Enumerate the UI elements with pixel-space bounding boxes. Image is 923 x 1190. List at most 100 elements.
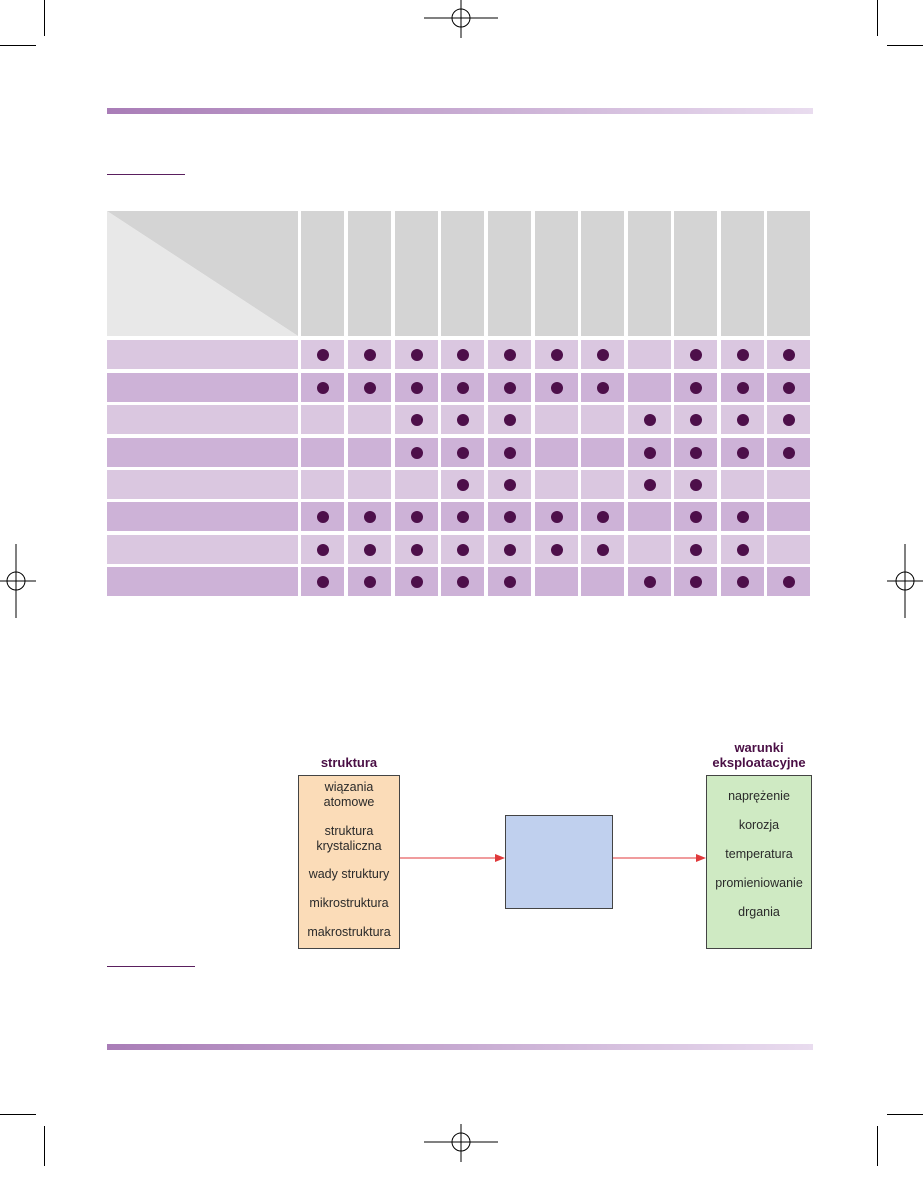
bullet-dot [596, 381, 609, 394]
bullet-dot [503, 543, 516, 556]
bullet-dot [689, 543, 702, 556]
condition-item: promieniowanie [715, 876, 803, 890]
table-cell [767, 438, 810, 467]
table-cell [301, 535, 344, 564]
bullet-dot [456, 446, 469, 459]
bullet-dot [643, 446, 656, 459]
header-rule [107, 108, 813, 114]
table-cell [767, 470, 810, 499]
bullet-dot [689, 348, 702, 361]
table-cell [535, 470, 578, 499]
table-cell [441, 405, 484, 434]
table-cell [441, 535, 484, 564]
table-cell [721, 438, 764, 467]
bullet-dot [689, 381, 702, 394]
table-cell [721, 567, 764, 596]
table-cell [441, 470, 484, 499]
table-cell [348, 567, 391, 596]
table-cell [628, 373, 671, 402]
table-cell [441, 502, 484, 531]
bullet-dot [456, 413, 469, 426]
bullet-dot [736, 575, 749, 588]
table-cell [301, 373, 344, 402]
column-header-10 [721, 211, 764, 336]
bullet-dot [410, 413, 423, 426]
bullet-dot [550, 543, 563, 556]
table-cell [767, 340, 810, 369]
table-cell [581, 373, 624, 402]
column-header-4 [441, 211, 484, 336]
bullet-dot [550, 510, 563, 523]
condition-item: temperatura [725, 847, 793, 861]
table-cell [395, 373, 438, 402]
bullet-dot [596, 348, 609, 361]
table-corner-header [107, 211, 298, 336]
table-cell [301, 340, 344, 369]
table-cell [581, 470, 624, 499]
table-cell [441, 567, 484, 596]
table-cell [488, 340, 531, 369]
bullet-dot [782, 413, 795, 426]
table-cell [395, 567, 438, 596]
registration-mark-right [887, 544, 923, 618]
bullet-dot [363, 381, 376, 394]
footer-rule [107, 1044, 813, 1050]
arrow-structure-to-material [400, 854, 505, 862]
table-caption-underline [107, 174, 185, 175]
bullet-dot [689, 575, 702, 588]
table-cell [581, 502, 624, 531]
bullet-dot [316, 543, 329, 556]
table-cell [674, 405, 717, 434]
table-cell [535, 340, 578, 369]
table-cell [301, 405, 344, 434]
bullet-dot [782, 348, 795, 361]
bullet-dot [503, 413, 516, 426]
row-label-cell-8 [107, 567, 298, 596]
table-cell [581, 438, 624, 467]
table-cell [674, 438, 717, 467]
bullet-dot [456, 510, 469, 523]
row-label-cell-5 [107, 470, 298, 499]
bullet-dot [550, 348, 563, 361]
table-cell [535, 438, 578, 467]
bullet-dot [456, 575, 469, 588]
column-header-11 [767, 211, 810, 336]
table-cell [535, 535, 578, 564]
conditions-title: warunki eksploatacyjne [712, 740, 806, 770]
table-cell [767, 373, 810, 402]
table-cell [535, 502, 578, 531]
bullet-dot [410, 446, 423, 459]
table-cell [348, 373, 391, 402]
table-cell [721, 535, 764, 564]
bullet-dot [456, 478, 469, 491]
table-cell [674, 340, 717, 369]
bullet-dot [596, 510, 609, 523]
bullet-dot [503, 381, 516, 394]
table-cell [488, 470, 531, 499]
bullet-dot [410, 575, 423, 588]
table-cell [721, 502, 764, 531]
table-cell [628, 567, 671, 596]
bullet-dot [316, 348, 329, 361]
table-cell [628, 340, 671, 369]
table-cell [535, 405, 578, 434]
table-cell [674, 470, 717, 499]
figure-caption-underline [107, 966, 195, 967]
table-cell [721, 340, 764, 369]
table-cell [395, 470, 438, 499]
column-header-6 [535, 211, 578, 336]
bullet-dot [316, 575, 329, 588]
bullet-dot [363, 510, 376, 523]
table-cell [581, 567, 624, 596]
table-cell [488, 502, 531, 531]
bullet-dot [643, 478, 656, 491]
structure-item: wiązania atomowe [323, 780, 375, 809]
bullet-dot [503, 575, 516, 588]
bullet-dot [736, 543, 749, 556]
table-cell [721, 405, 764, 434]
column-header-8 [628, 211, 671, 336]
table-cell [348, 470, 391, 499]
column-header-2 [348, 211, 391, 336]
table-cell [767, 567, 810, 596]
